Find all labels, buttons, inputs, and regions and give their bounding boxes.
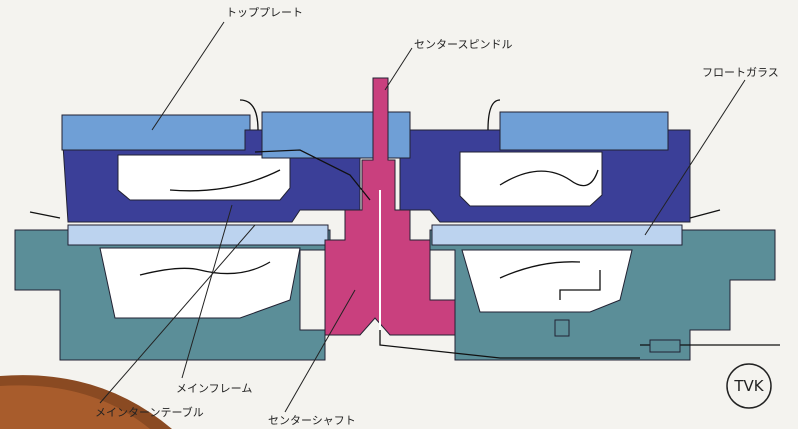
label-main-turntable: メインターンテーブル (95, 405, 204, 419)
tvk-logo-text: TVK (733, 377, 764, 395)
airflow-arrows (29, 99, 780, 359)
label-center-shaft: センターシャフト (268, 414, 356, 427)
center-shaft (324, 77, 456, 336)
upper-cavity-right (459, 151, 603, 207)
leader-lines (99, 21, 746, 413)
label-float-glass: フロートガラス (702, 66, 779, 79)
lower-cavity-right (461, 249, 633, 313)
label-top-plate: トッププレート (226, 6, 303, 19)
lower-cavity-left (99, 247, 301, 319)
label-main-frame: メインフレーム (176, 382, 252, 395)
float-glass-right (431, 224, 683, 246)
top-plate (61, 114, 251, 151)
float-glass-left (67, 224, 329, 246)
tvk-logo (726, 363, 772, 409)
label-center-spindle: センタースピンドル (414, 38, 512, 51)
